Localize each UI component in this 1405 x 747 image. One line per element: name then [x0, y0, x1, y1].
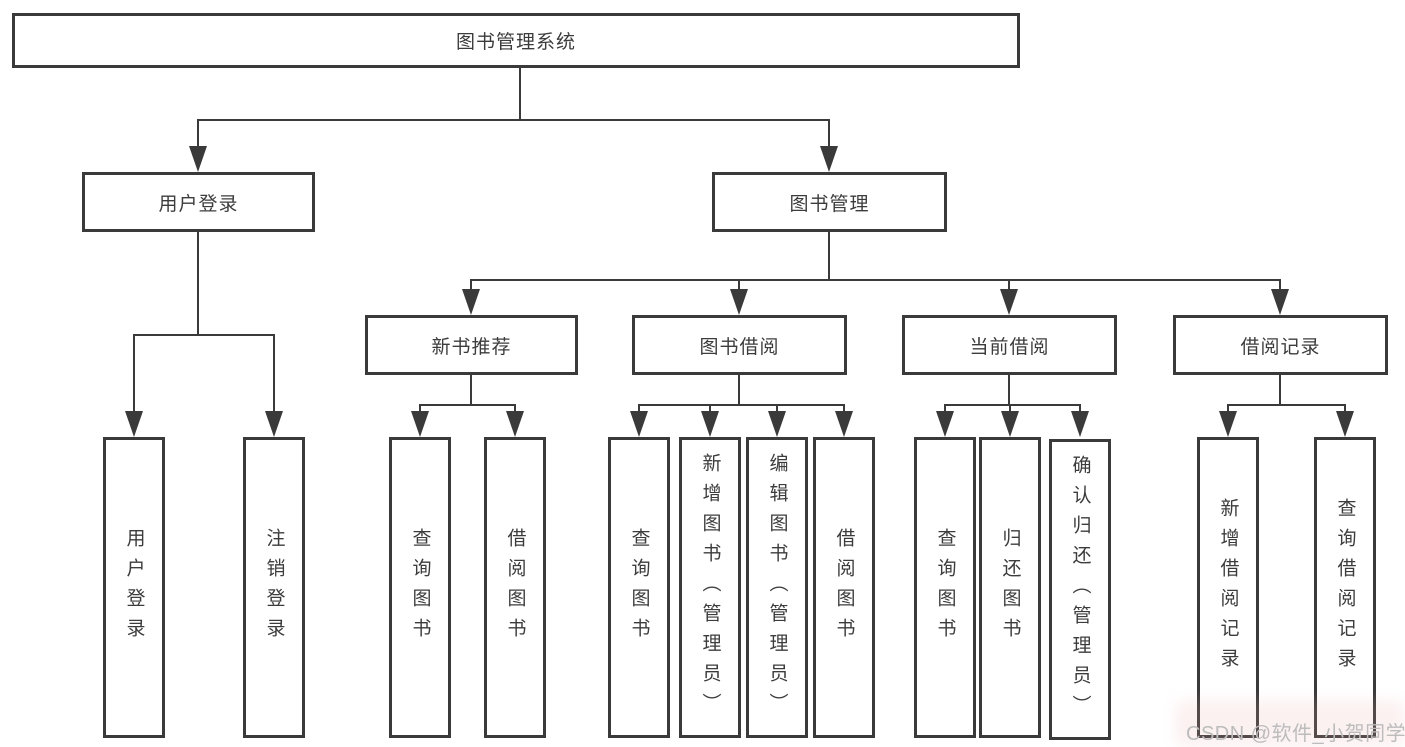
- leaf-user-login-label: 用户登录: [123, 527, 145, 648]
- connector-user-login-stem: [197, 232, 199, 336]
- arrowhead-leaf-return-books-icon: [1001, 411, 1019, 437]
- node-book-borrow-label: 图书借阅: [699, 336, 780, 358]
- connector-to-leaf-add-record: [1227, 404, 1229, 414]
- node-root: 图书管理系统: [12, 13, 1020, 68]
- connector-to-leaf-add-book: [709, 404, 711, 414]
- arrowhead-leaf-query-books-3-icon: [936, 411, 954, 437]
- leaf-add-book-admin: 新增图书（管理员）: [679, 437, 741, 738]
- connector-new-book-bus: [419, 404, 516, 406]
- leaf-confirm-return-admin: 确认归还（管理员）: [1049, 439, 1111, 740]
- arrowhead-user-login-icon: [189, 146, 207, 172]
- leaf-return-books-label: 归还图书: [999, 527, 1021, 648]
- node-user-login-label: 用户登录: [158, 193, 239, 215]
- connector-to-leaf-borrow-books-1: [514, 404, 516, 414]
- connector-to-borrow-records: [1279, 279, 1281, 293]
- leaf-edit-book-admin: 编辑图书（管理员）: [746, 437, 808, 738]
- connector-user-login-bus: [133, 334, 275, 336]
- arrowhead-leaf-query-record-icon: [1336, 411, 1354, 437]
- leaf-edit-book-admin-label: 编辑图书（管理员）: [766, 452, 788, 723]
- arrowhead-leaf-borrow-books-1-icon: [506, 411, 524, 437]
- leaf-query-books-3-label: 查询图书: [934, 527, 956, 648]
- connector-to-leaf-edit-book: [776, 404, 778, 414]
- leaf-add-borrow-record: 新增借阅记录: [1197, 437, 1259, 738]
- connector-book-management-stem: [828, 232, 830, 280]
- connector-to-book-borrow: [738, 279, 740, 293]
- connector-to-user-login: [197, 119, 199, 150]
- connector-current-borrow-stem: [1008, 375, 1010, 405]
- leaf-confirm-return-admin-label: 确认归还（管理员）: [1069, 454, 1091, 725]
- node-borrow-records: 借阅记录: [1173, 315, 1388, 375]
- arrowhead-leaf-confirm-return-icon: [1071, 411, 1089, 437]
- connector-root-stem: [519, 68, 521, 120]
- leaf-borrow-books-2: 借阅图书: [813, 437, 875, 738]
- node-current-borrow: 当前借阅: [902, 315, 1117, 375]
- connector-to-leaf-logout: [273, 334, 275, 414]
- arrowhead-leaf-borrow-books-2-icon: [835, 411, 853, 437]
- leaf-query-borrow-record: 查询借阅记录: [1314, 437, 1376, 738]
- arrowhead-leaf-user-login-icon: [125, 411, 143, 437]
- arrowhead-current-borrow-icon: [1000, 289, 1018, 315]
- node-current-borrow-label: 当前借阅: [969, 336, 1050, 358]
- arrowhead-leaf-query-books-1-icon: [411, 411, 429, 437]
- connector-to-leaf-query-record: [1344, 404, 1346, 414]
- connector-to-leaf-query-books-2: [638, 404, 640, 414]
- node-book-management: 图书管理: [712, 172, 947, 232]
- leaf-query-books-1-label: 查询图书: [409, 527, 431, 648]
- connector-borrow-records-stem: [1279, 375, 1281, 405]
- arrowhead-leaf-query-books-2-icon: [630, 411, 648, 437]
- arrowhead-leaf-add-record-icon: [1219, 411, 1237, 437]
- arrowhead-leaf-logout-icon: [265, 411, 283, 437]
- arrowhead-borrow-records-icon: [1271, 289, 1289, 315]
- node-book-borrow: 图书借阅: [632, 315, 847, 375]
- connector-borrow-records-bus: [1227, 404, 1346, 406]
- node-book-management-label: 图书管理: [789, 193, 870, 215]
- leaf-return-books: 归还图书: [979, 437, 1041, 738]
- watermark: CSDN @软件_小贺同学: [1186, 723, 1405, 745]
- node-new-book-recommend-label: 新书推荐: [431, 336, 512, 358]
- arrowhead-book-borrow-icon: [730, 289, 748, 315]
- arrowhead-new-book-icon: [462, 289, 480, 315]
- connector-to-leaf-borrow-books-2: [843, 404, 845, 414]
- connector-level2-bus: [197, 119, 830, 121]
- leaf-borrow-books-2-label: 借阅图书: [833, 527, 855, 648]
- leaf-query-books-2-label: 查询图书: [628, 527, 650, 648]
- arrowhead-leaf-add-book-icon: [701, 411, 719, 437]
- leaf-logout-label: 注销登录: [263, 527, 285, 648]
- connector-to-leaf-query-books-1: [419, 404, 421, 414]
- node-root-label: 图书管理系统: [455, 32, 576, 53]
- arrowhead-leaf-edit-book-icon: [768, 411, 786, 437]
- leaf-borrow-books-1-label: 借阅图书: [504, 527, 526, 648]
- leaf-query-books-1: 查询图书: [389, 437, 451, 738]
- node-borrow-records-label: 借阅记录: [1240, 336, 1321, 358]
- connector-to-leaf-confirm-return: [1079, 404, 1081, 414]
- connector-book-borrow-stem: [738, 375, 740, 405]
- leaf-query-books-3: 查询图书: [914, 437, 976, 738]
- connector-to-book-management: [828, 119, 830, 150]
- connector-current-borrow-bus: [944, 404, 1081, 406]
- leaf-add-book-admin-label: 新增图书（管理员）: [699, 452, 721, 723]
- leaf-add-borrow-record-label: 新增借阅记录: [1217, 497, 1239, 678]
- connector-to-leaf-return-books: [1009, 404, 1011, 414]
- connector-level3-bus: [470, 279, 1281, 281]
- watermark-background: [1175, 700, 1405, 747]
- connector-to-leaf-query-books-3: [944, 404, 946, 414]
- leaf-query-borrow-record-label: 查询借阅记录: [1334, 497, 1356, 678]
- leaf-query-books-2: 查询图书: [608, 437, 670, 738]
- leaf-logout: 注销登录: [243, 437, 305, 738]
- connector-to-new-book: [470, 279, 472, 293]
- node-new-book-recommend: 新书推荐: [365, 315, 578, 375]
- node-user-login: 用户登录: [82, 172, 315, 232]
- arrowhead-book-management-icon: [820, 146, 838, 172]
- connector-new-book-stem: [470, 375, 472, 405]
- leaf-borrow-books-1: 借阅图书: [484, 437, 546, 738]
- connector-to-current-borrow: [1008, 279, 1010, 293]
- connector-book-borrow-bus: [638, 404, 845, 406]
- connector-to-leaf-user-login: [133, 334, 135, 414]
- leaf-user-login: 用户登录: [103, 437, 165, 738]
